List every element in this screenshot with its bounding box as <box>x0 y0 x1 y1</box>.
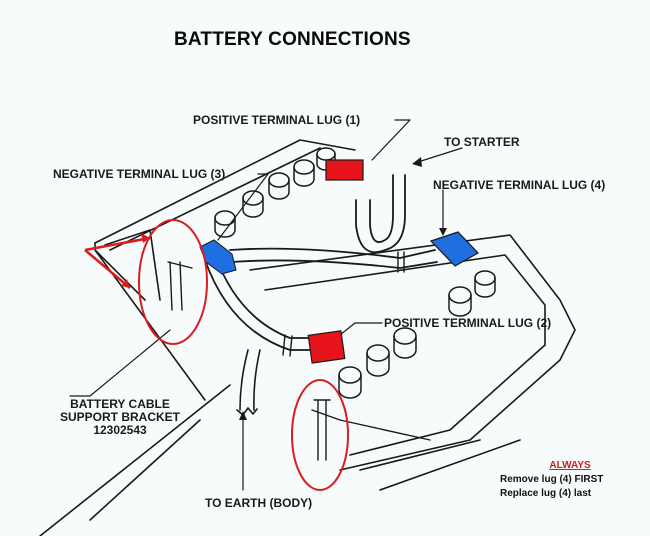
earth-cable <box>239 349 261 411</box>
positive-lug-1 <box>325 159 364 181</box>
bracket-label-line1: BATTERY CABLE <box>70 397 170 411</box>
note-heading: ALWAYS <box>549 460 591 471</box>
note-line-2: Replace lug (4) last <box>500 488 592 499</box>
red-pointer-arrows <box>84 236 151 289</box>
label-to-starter: TO STARTER <box>444 135 520 149</box>
label-to-earth: TO EARTH (BODY) <box>205 496 313 510</box>
diagram-title: BATTERY CONNECTIONS <box>174 29 411 50</box>
lower-cell-caps <box>338 270 496 399</box>
leader-pos1 <box>371 119 411 161</box>
line-art <box>39 119 576 536</box>
negative-cable <box>229 247 438 269</box>
label-negative-lug-4: NEGATIVE TERMINAL LUG (4) <box>433 178 606 192</box>
earth-bracket-stud <box>311 399 431 461</box>
positive-lug-2 <box>307 330 346 364</box>
label-positive-lug-2: POSITIVE TERMINAL LUG (2) <box>384 316 552 330</box>
bracket-part-number: 12302543 <box>93 423 147 437</box>
upper-cell-caps <box>214 147 336 238</box>
bracket-highlight-circle-right <box>291 379 349 491</box>
lower-battery-outline <box>39 384 231 536</box>
bracket-label-line2: SUPPORT BRACKET <box>60 410 181 424</box>
label-positive-lug-1: POSITIVE TERMINAL LUG (1) <box>193 113 361 127</box>
label-negative-lug-3: NEGATIVE TERMINAL LUG (3) <box>53 167 226 181</box>
label-battery-cable-support-bracket: BATTERY CABLE SUPPORT BRACKET 12302543 <box>60 398 180 437</box>
leader-pos2 <box>339 322 383 336</box>
earth-arrow <box>239 411 247 420</box>
warning-note: ALWAYS Remove lug (4) FIRST Replace lug … <box>500 459 603 501</box>
arrowheads <box>239 157 447 420</box>
lugs <box>199 159 479 364</box>
leader-starter <box>417 147 463 163</box>
neg4-arrow <box>439 228 447 236</box>
starter-cable <box>355 174 406 254</box>
starter-arrow <box>412 157 422 167</box>
upper-battery-outline <box>94 139 356 251</box>
negative-lug-4 <box>429 231 479 267</box>
note-line-1: Remove lug (4) FIRST <box>500 474 604 485</box>
leader-bracket <box>69 329 171 397</box>
bracket-highlight-circle-left <box>138 219 208 345</box>
red-annotations <box>84 219 349 491</box>
leader-neg3 <box>217 173 269 241</box>
